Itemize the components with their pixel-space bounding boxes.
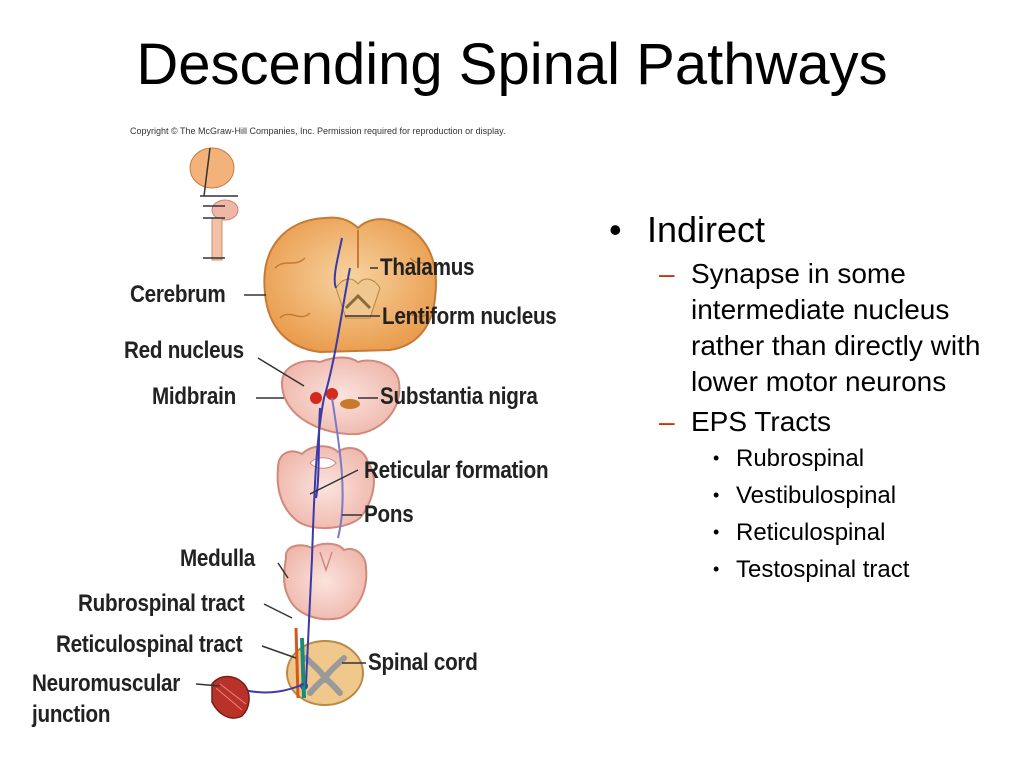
bullet-testospinal: • Testospinal tract [605, 551, 1015, 588]
bullet-indirect-text: Indirect [647, 209, 766, 250]
label-reticulospinal-tract: Reticulospinal tract [56, 631, 243, 658]
dash-marker: – [659, 406, 675, 437]
bullet-marker: • [713, 522, 720, 542]
bullet-marker: • [713, 559, 720, 579]
label-thalamus: Thalamus [380, 254, 475, 281]
bullet-list: • Indirect – Synapse in some intermediat… [605, 208, 1015, 588]
label-lentiform-nucleus: Lentiform nucleus [382, 303, 557, 330]
bullet-marker: • [609, 209, 622, 250]
bullet-indirect: • Indirect [605, 208, 1015, 252]
label-red-nucleus: Red nucleus [124, 337, 244, 364]
slide-title: Descending Spinal Pathways [136, 32, 888, 97]
bullet-eps-tracts: – EPS Tracts [605, 404, 1015, 440]
bullet-reticulospinal: • Reticulospinal [605, 514, 1015, 551]
spinal-cord-section [286, 640, 364, 706]
label-substantia-nigra: Substantia nigra [380, 383, 538, 410]
descending-pathways-figure: Copyright © The McGraw-Hill Companies, I… [20, 118, 600, 748]
bullet-synapse-text: Synapse in some intermediate nucleus rat… [691, 258, 981, 397]
bullet-marker: • [713, 448, 720, 468]
cerebrum-section [263, 216, 437, 354]
orientation-brain-icon [189, 147, 239, 261]
pons-section [276, 445, 375, 530]
tract-lines [243, 237, 351, 699]
label-junction: junction [32, 701, 111, 728]
label-midbrain: Midbrain [152, 383, 236, 410]
bullet-marker: • [713, 485, 720, 505]
label-reticular-formation: Reticular formation [364, 457, 549, 484]
midbrain-section [280, 356, 401, 436]
label-medulla: Medulla [180, 545, 256, 572]
bullet-synapse: – Synapse in some intermediate nucleus r… [605, 256, 1015, 400]
leader-lines [195, 267, 380, 687]
label-neuromuscular: Neuromuscular [32, 670, 181, 697]
bullet-rubrospinal: • Rubrospinal [605, 440, 1015, 477]
dash-marker: – [659, 258, 675, 289]
label-spinal-cord: Spinal cord [368, 649, 478, 676]
label-rubrospinal-tract: Rubrospinal tract [78, 590, 245, 617]
bullet-item-text: Reticulospinal [736, 519, 886, 546]
bullet-item-text: Testospinal tract [736, 556, 910, 583]
label-cerebrum: Cerebrum [130, 281, 226, 308]
pathway-illustration [189, 147, 437, 719]
muscle-illustration [211, 675, 250, 719]
copyright-notice: Copyright © The McGraw-Hill Companies, I… [130, 126, 506, 136]
medulla-section [283, 542, 368, 621]
bullet-item-text: Vestibulospinal [736, 482, 897, 509]
label-pons: Pons [364, 501, 414, 528]
bullet-item-text: Rubrospinal [736, 445, 865, 472]
bullet-eps-tracts-text: EPS Tracts [691, 406, 832, 437]
bullet-vestibulospinal: • Vestibulospinal [605, 477, 1015, 514]
